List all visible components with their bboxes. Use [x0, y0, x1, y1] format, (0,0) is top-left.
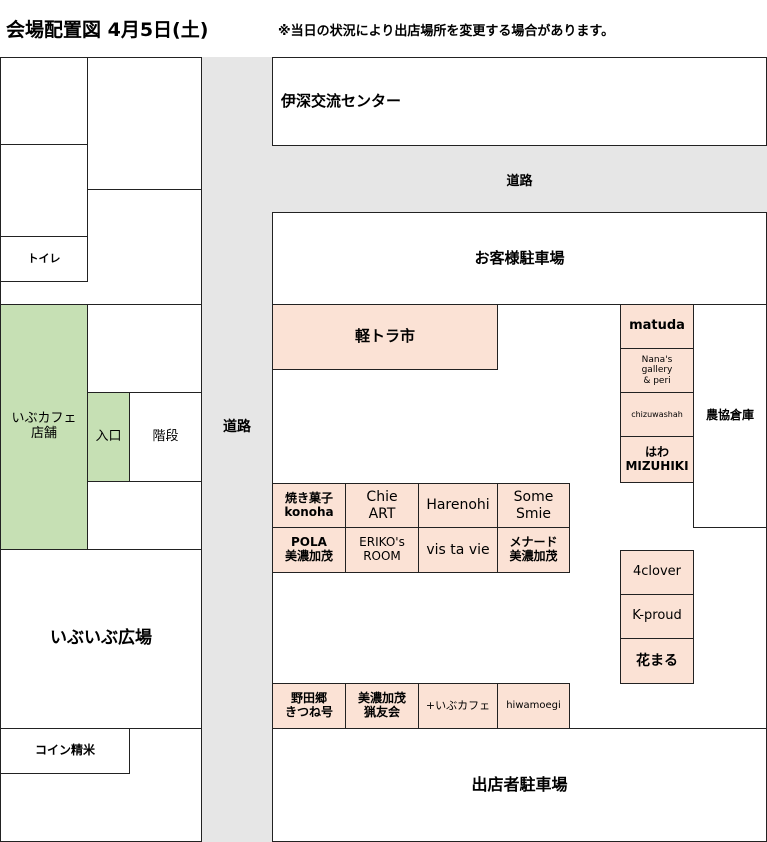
booth-konoha: 焼き菓子 konoha — [272, 483, 346, 528]
page-title: 会場配置図 4月5日(土) — [6, 18, 209, 41]
booth-matuda: matuda — [620, 304, 694, 349]
horizontal-road-label: 道路 — [506, 173, 533, 189]
booth-label: POLA 美濃加茂 — [284, 535, 333, 563]
booth-harenohi: Harenohi — [418, 483, 498, 528]
booth-label: 野田郷 きつね号 — [284, 691, 333, 719]
vendor-parking-label: 出店者駐車場 — [471, 774, 568, 794]
vendor-parking: 出店者駐車場 — [272, 728, 767, 842]
booth-label: メナード 美濃加茂 — [509, 535, 558, 563]
toilet-label: トイレ — [27, 251, 61, 265]
ibu-cafe-shop-label: いぶカフェ 店舗 — [11, 411, 77, 441]
kei-truck-label: 軽トラ市 — [354, 327, 415, 346]
left-top-block-c — [0, 144, 88, 237]
vertical-road — [202, 57, 272, 842]
booth-label: +いぶカフェ — [425, 698, 491, 712]
stairs-label: 階段 — [152, 428, 179, 444]
booth-kitsune-go: 野田郷 きつね号 — [272, 683, 346, 729]
booth-label: 焼き菓子 konoha — [284, 490, 334, 519]
booth-erikos-room: ERIKO's ROOM — [345, 527, 419, 573]
booth-hanamaru: 花まる — [620, 638, 694, 684]
left-mid-block — [87, 304, 202, 393]
booth-pola: POLA 美濃加茂 — [272, 527, 346, 573]
left-top-block-b — [87, 57, 202, 190]
booth-ryoyukai: 美濃加茂 猟友会 — [345, 683, 419, 729]
booth-hawa-mizuhiki: はわ MIZUHIKI — [620, 436, 694, 483]
booth-chie-art: Chie ART — [345, 483, 419, 528]
booth-label: 花まる — [636, 652, 678, 669]
guest-parking: お客様駐車場 — [272, 212, 767, 305]
booth-some-smie: Some Smie — [497, 483, 570, 528]
booth-nanas-gallery: Nana's gallery & peri — [620, 348, 694, 393]
booth-label: Some Smie — [513, 489, 554, 522]
left-top-block-a — [0, 57, 88, 145]
disclaimer-note: ※当日の状況により出店場所を変更する場合があります。 — [278, 23, 615, 39]
booth-label: Nana's gallery & peri — [641, 354, 673, 386]
booth-label: hiwamoegi — [506, 700, 561, 712]
booth-ibu-cafe: +いぶカフェ — [418, 683, 498, 729]
booth-label: ERIKO's ROOM — [359, 535, 405, 563]
booth-label: chizuwashah — [631, 409, 683, 419]
booth-k-proud: K-proud — [620, 594, 694, 639]
vertical-road-label: 道路 — [223, 419, 251, 435]
left-low-block — [87, 481, 202, 550]
toilet-block: トイレ — [0, 236, 88, 282]
entrance: 入口 — [87, 392, 130, 482]
booth-4clover: 4clover — [620, 550, 694, 595]
plaza-label: いぶいぶ広場 — [50, 628, 152, 649]
entrance-label: 入口 — [95, 428, 122, 444]
ibu-cafe-shop: いぶカフェ 店舗 — [0, 304, 88, 550]
booth-label: Chie ART — [366, 489, 398, 522]
booth-label: vis ta vie — [426, 541, 490, 558]
booth-chizuwashah: chizuwashah — [620, 392, 694, 437]
booth-label: はわ MIZUHIKI — [625, 444, 689, 473]
ibu-ibu-plaza: いぶいぶ広場 — [0, 549, 202, 729]
guest-parking-label: お客様駐車場 — [474, 248, 565, 267]
booth-label: Harenohi — [426, 497, 490, 514]
booth-label: matuda — [629, 318, 685, 334]
booth-label: 4clover — [632, 564, 682, 580]
stairs: 階段 — [129, 392, 202, 482]
booth-vis-ta-vie: vis ta vie — [418, 527, 498, 573]
booth-menard: メナード 美濃加茂 — [497, 527, 570, 573]
booth-label: 美濃加茂 猟友会 — [357, 691, 406, 719]
center-label: 伊深交流センター — [281, 91, 402, 110]
ibuka-exchange-center: 伊深交流センター — [272, 57, 767, 146]
warehouse-label: 農協倉庫 — [705, 408, 754, 423]
coin-rice-label: コイン精米 — [34, 743, 95, 758]
booth-label: K-proud — [632, 608, 682, 624]
kei-truck-market: 軽トラ市 — [272, 304, 498, 370]
nokyo-warehouse: 農協倉庫 — [693, 304, 767, 528]
horizontal-road — [272, 145, 767, 212]
coin-rice-mill: コイン精米 — [0, 728, 130, 774]
booth-hiwamoegi: hiwamoegi — [497, 683, 570, 729]
